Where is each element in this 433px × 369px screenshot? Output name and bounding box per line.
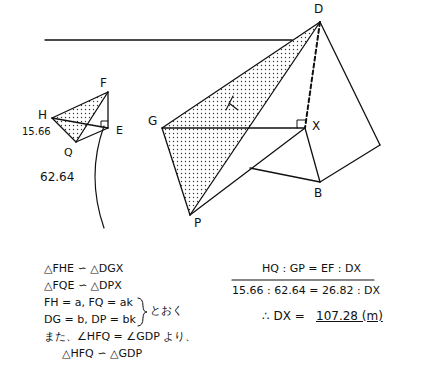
dimension-bracket <box>95 126 104 228</box>
angle-mark <box>226 96 238 110</box>
shaded-triangle <box>162 22 320 215</box>
figure-lines <box>45 22 380 326</box>
brace <box>138 298 147 326</box>
point-label: G <box>148 114 157 128</box>
point-label: F <box>100 76 107 90</box>
height-line <box>305 22 320 128</box>
point-label: P <box>194 216 201 230</box>
proportion-line: HQ : GP = EF : DX <box>262 262 361 275</box>
similarity-note: △HFQ ∽ △GDP <box>62 347 142 360</box>
rule-line <box>232 279 374 280</box>
reason-note: また、∠HFQ = ∠GDP より、 <box>44 330 196 343</box>
length-value: 62.64 <box>40 170 74 184</box>
length-value: 15.66 <box>22 126 51 138</box>
right-angle-mark <box>297 120 306 128</box>
definition-note: DG = b, DP = bk <box>44 313 136 326</box>
proportion-line: 15.66 : 62.64 = 26.82 : DX <box>232 284 380 297</box>
shaded-triangle <box>52 92 108 142</box>
similarity-note: △FHE ∽ △DGX <box>44 262 123 275</box>
definition-note: とおく <box>150 304 183 317</box>
shading <box>52 22 320 215</box>
point-label: H <box>38 108 47 122</box>
result-value: 107.28 (m) <box>316 309 383 323</box>
horizon-line <box>45 39 292 40</box>
similarity-note: △FQE ∽ △DPX <box>44 279 122 292</box>
point-label: B <box>314 186 322 200</box>
point-label: X <box>312 119 320 133</box>
point-label: Q <box>64 146 73 159</box>
point-label: D <box>314 2 323 16</box>
point-label: E <box>116 124 123 137</box>
definition-note: FH = a, FQ = ak <box>44 296 133 309</box>
result-text: ∴ DX = <box>262 309 305 323</box>
